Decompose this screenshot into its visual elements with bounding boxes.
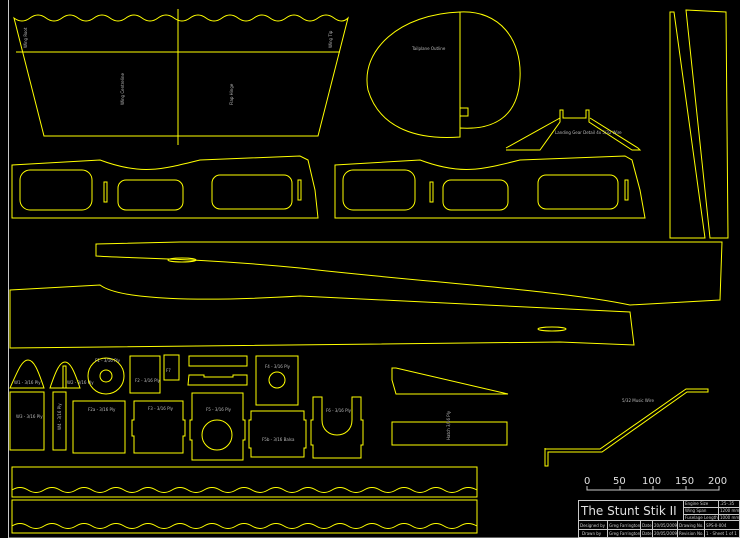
- field-value: .25-.35: [720, 501, 735, 506]
- part-label: F2a - 3/16 Ply: [88, 407, 116, 412]
- wing-root-label: Wing Root: [23, 27, 28, 48]
- fuselage-top: [95, 241, 723, 306]
- row-label: Drawn by: [582, 531, 602, 536]
- fuselage-side-left: [11, 155, 319, 219]
- part-label: F2 - 3/16 Ply: [135, 378, 161, 383]
- row-name: Greg Farrington: [609, 523, 641, 528]
- scale-tick-label: 0: [584, 476, 590, 487]
- part-label: F5 - 3/16 Ply: [206, 407, 232, 412]
- fin-pieces: [669, 9, 729, 239]
- drawing-frame: [8, 0, 740, 538]
- fuselage-bottom: [9, 284, 635, 349]
- flap-label: Flap Hinge: [229, 83, 234, 105]
- row-date: 20/05/2009: [654, 531, 678, 536]
- row-ref-label: Drawing No.: [679, 523, 704, 528]
- field-value: 1200 mm: [720, 508, 739, 513]
- fuselage-side-right: [334, 155, 646, 219]
- wing-center-label: Wing Centreline: [120, 73, 125, 105]
- tailplane-label: Tailplane Outline: [411, 46, 446, 51]
- part-label: F3 - 3/16 Ply: [148, 406, 174, 411]
- part-label: F5b - 3/16 Balsa: [262, 437, 295, 442]
- music-wire: 5/32 Music Wire: [544, 388, 709, 467]
- wing-tip-label: Wing Tip: [328, 30, 333, 48]
- drawing-title: The Stunt Stik II: [580, 504, 677, 518]
- field-label: Fuselage Length: [685, 515, 718, 520]
- part-label: Hatch 3/16 Ply: [446, 410, 451, 440]
- landing-gear: Landing Gear Detail 4x 5/32 Wire: [505, 109, 642, 151]
- scale-tick-label: 200: [708, 476, 727, 487]
- part-label: F7: [166, 368, 171, 373]
- part-label: W2 - 3/16 Ply: [67, 380, 94, 385]
- row-ref: SPS-II-004: [706, 523, 727, 528]
- scale-tick-label: 50: [613, 476, 626, 487]
- field-label: Wing Span: [685, 508, 707, 513]
- row-ref: 1 - Sheet 1 of 1: [706, 531, 737, 536]
- tailplane: Tailplane Outline: [366, 11, 521, 138]
- row-date-label: Date: [642, 523, 652, 528]
- row-ref-label: Revision No.: [679, 531, 704, 536]
- title-block: The Stunt Stik II Engine Size .25-.35 Wi…: [578, 500, 740, 538]
- part-label: W1 - 3/16 Ply: [14, 380, 41, 385]
- wire-label: 5/32 Music Wire: [622, 398, 654, 403]
- scale-tick-label: 100: [642, 476, 661, 487]
- row-date-label: Date: [642, 531, 652, 536]
- part-label: W3 - 3/16 Ply: [16, 414, 43, 419]
- part-label: F4 - 3/16 Ply: [265, 364, 291, 369]
- row-name: Greg Farrington: [609, 531, 641, 536]
- small-parts: W1 - 3/16 Ply W2 - 3/16 Ply F1 - 3/16 Pl…: [9, 354, 509, 461]
- landing-gear-label: Landing Gear Detail 4x 5/32 Wire: [555, 130, 622, 135]
- wing-panel: Wing Root Wing Tip Wing Centreline Flap …: [13, 9, 349, 145]
- row-label: Designed by: [580, 523, 606, 528]
- part-label: W4 - 3/16 Ply: [57, 403, 62, 430]
- field-label: Engine Size: [685, 501, 709, 506]
- part-label: F1 - 3/16 Ply: [95, 358, 121, 363]
- scale-tick-label: 150: [675, 476, 694, 487]
- field-value: 1000 mm: [720, 515, 739, 520]
- scale-bar: 0 50 100 150 200: [584, 476, 727, 491]
- row-date: 20/05/2009: [654, 523, 678, 528]
- part-label: F6 - 3/16 Ply: [326, 408, 352, 413]
- leading-edge-strips: [11, 466, 478, 534]
